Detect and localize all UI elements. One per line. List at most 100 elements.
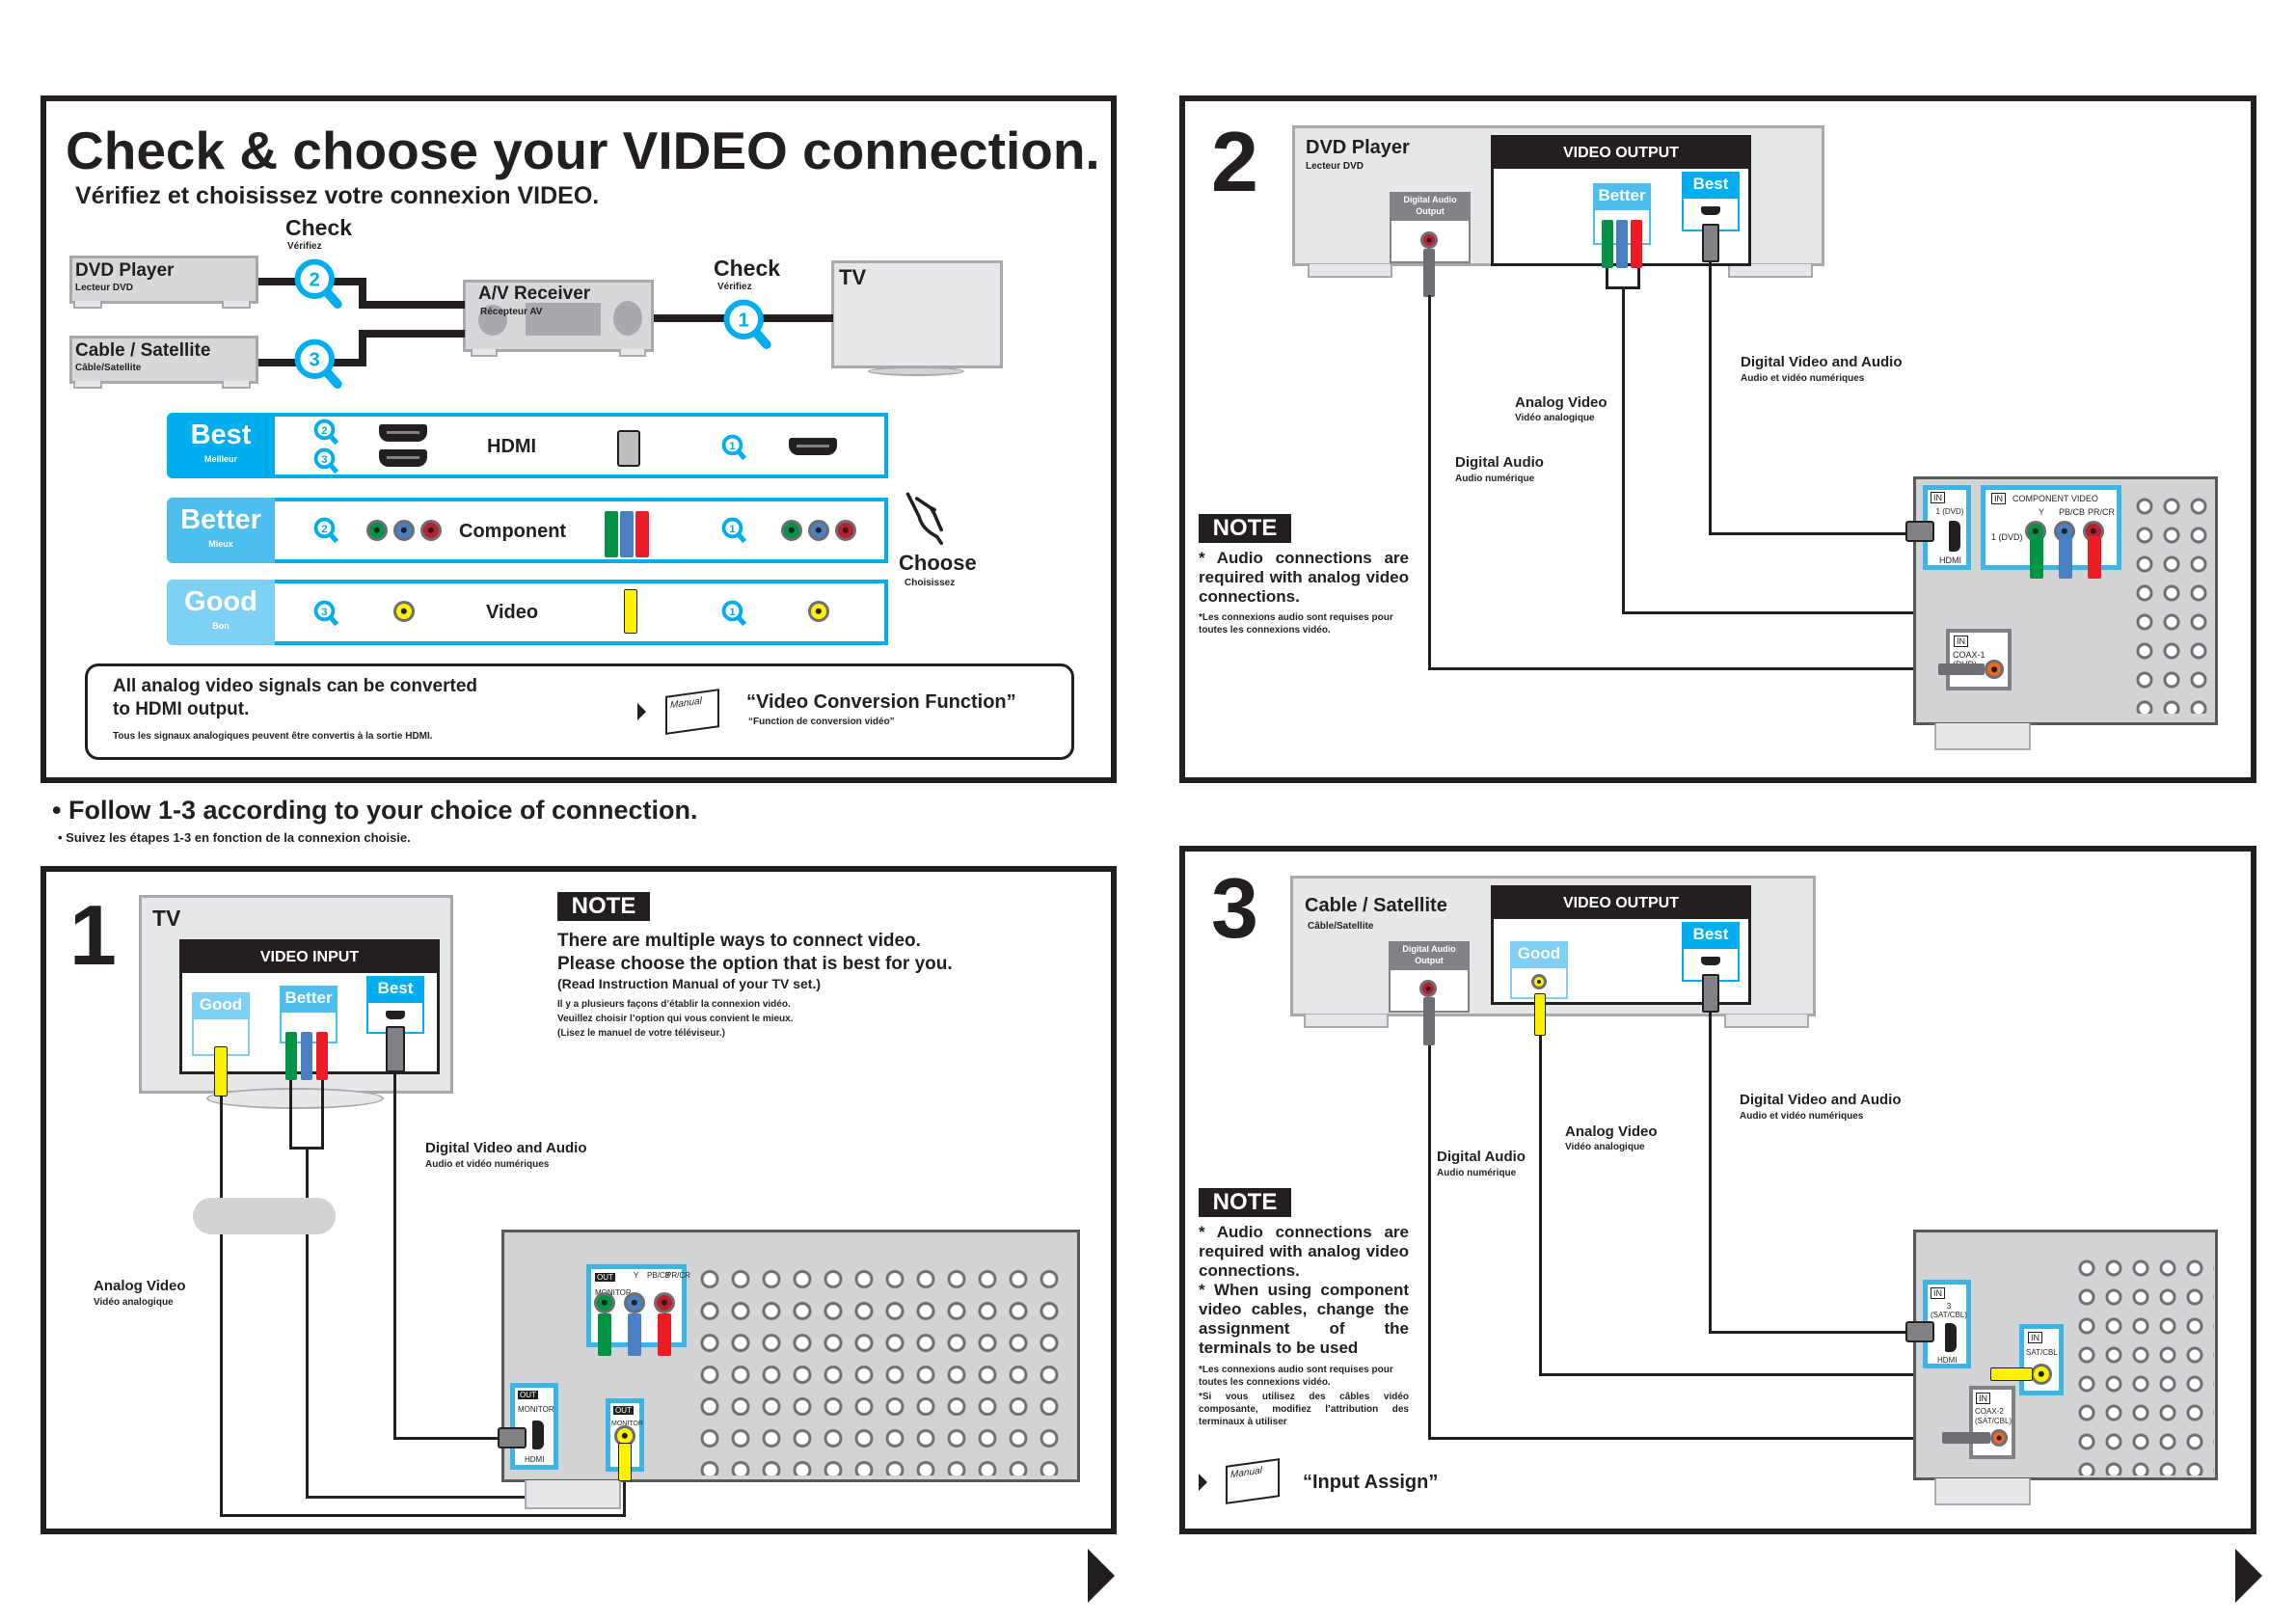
dvd-player-device — [69, 256, 258, 304]
next-page-arrow-icon[interactable] — [2235, 1549, 2262, 1603]
page-title: Check & choose your VIDEO connection. — [66, 121, 1100, 180]
device-foot — [471, 349, 498, 357]
in-badge: IN — [1954, 636, 1968, 647]
composite-plug-yellow-icon — [1990, 1367, 2033, 1381]
cable-satellite — [359, 330, 465, 338]
composite-jack-yellow-icon — [2031, 1364, 2052, 1385]
tier-rank-badge: Best Meilleur — [167, 413, 275, 478]
device-foot — [222, 381, 251, 389]
step1-note-line: Please choose the option that is best fo… — [557, 954, 953, 974]
tag-better: Better — [1593, 183, 1651, 208]
tag-label: Better — [284, 988, 333, 1007]
note-badge: NOTE — [557, 892, 650, 921]
pointer-arrow-icon — [1199, 1474, 1207, 1491]
manual-reference-fr: “Function de conversion vidéo” — [748, 717, 895, 727]
tv-label: TV — [839, 265, 867, 289]
in-badge: IN — [1931, 492, 1945, 503]
video-input-label: SAT/CBL — [2026, 1348, 2058, 1357]
badge-number: 3 — [321, 454, 327, 466]
component-plug-green-icon — [285, 1032, 297, 1080]
check-magnifier-icon: 2 — [294, 258, 342, 309]
step-magnifier-icon: 3 — [313, 447, 339, 474]
component-cable — [1622, 287, 1625, 614]
receiver-knob — [478, 305, 507, 336]
hdmi-cable — [1709, 532, 1916, 535]
hdmi-plug-icon — [386, 1026, 405, 1072]
choose-label: Choose — [899, 551, 977, 575]
tag-best: Best — [366, 976, 424, 1001]
conversion-info-box — [85, 663, 1074, 760]
hdmi-cable — [393, 1437, 507, 1440]
component-plug-red-icon — [658, 1313, 671, 1356]
step3-note-fr: *Si vous utilisez des câbles vidéo compo… — [1199, 1392, 1409, 1427]
hand-pointer-icon — [905, 492, 943, 546]
step3-analog-label: Analog Video — [1565, 1123, 1658, 1140]
component-jack-red-icon — [420, 520, 442, 541]
component-plug-green-icon — [598, 1313, 611, 1356]
component-plug-blue-icon — [1616, 220, 1628, 268]
in-badge: IN — [1976, 1393, 1990, 1404]
composite-jack-yellow-icon — [808, 601, 829, 622]
av-receiver-sub: Récepteur AV — [480, 307, 543, 317]
step2-number: 2 — [1211, 114, 1258, 209]
step1-device: TV — [152, 906, 181, 931]
step2-note-fr: *Les connexions audio sont requises pour… — [1199, 612, 1393, 636]
manual-reference-link[interactable]: “Video Conversion Function” — [746, 691, 1016, 713]
badge-number: 1 — [729, 607, 736, 618]
step2-digital-fr: Audio et vidéo numériques — [1741, 373, 1865, 384]
digital-audio-cable — [1428, 1045, 1431, 1440]
component-jack-blue-icon — [624, 1292, 645, 1313]
tag-label: Best — [1692, 175, 1729, 193]
step2-device: DVD Player — [1306, 137, 1410, 158]
note-badge: NOTE — [1199, 1188, 1291, 1217]
manual-label: Manual — [670, 695, 702, 712]
step1-note-fr: Veuillez choisir l’option qui vous convi… — [557, 1014, 794, 1024]
follow-instruction: • Follow 1-3 according to your choice of… — [52, 796, 698, 825]
tier-row — [275, 413, 888, 478]
note-badge: NOTE — [1199, 514, 1291, 543]
step1-note-fr: (Lisez le manuel de votre téléviseur.) — [557, 1028, 725, 1039]
conversion-fr: Tous les signaux analogiques peuvent êtr… — [113, 731, 433, 742]
hdmi-plug-icon — [1702, 974, 1719, 1013]
step1-number: 1 — [69, 887, 117, 983]
step1-digital-fr: Audio et vidéo numériques — [425, 1159, 550, 1170]
tag-good: Good — [1510, 941, 1568, 966]
component-jack-red-icon — [654, 1292, 675, 1313]
manual-book-icon[interactable]: Manual — [665, 689, 719, 735]
page-subtitle: Vérifiez et choisissez votre connexion V… — [75, 182, 600, 209]
step2-note: * Audio connections are required with an… — [1199, 549, 1409, 606]
dvd-player-sub: Lecteur DVD — [75, 283, 134, 293]
cable-dvd — [359, 301, 465, 309]
hdmi-port-icon — [386, 1011, 405, 1019]
tier-rank-badge: Better Mieux — [167, 498, 275, 563]
tag-best: Best — [1682, 922, 1740, 947]
badge-number: 2 — [321, 524, 327, 535]
component-jack-blue-icon — [393, 520, 415, 541]
tier-rank: Better — [180, 504, 261, 535]
previous-page-arrow-icon[interactable] — [1088, 1549, 1115, 1603]
tier-rank: Best — [190, 420, 252, 450]
tier-rank: Good — [184, 586, 257, 617]
component-plug-green-icon — [605, 511, 618, 557]
step1-digital-label: Digital Video and Audio — [425, 1140, 587, 1156]
manual-book-icon[interactable]: Manual — [1226, 1458, 1280, 1504]
tag-label: Better — [1598, 186, 1646, 204]
coax-jack-icon — [1985, 660, 2004, 679]
step1-note-fr: Il y a plusieurs façons d’établir la con… — [557, 999, 791, 1010]
step3-note: * When using component video cables, cha… — [1199, 1281, 1409, 1357]
composite-cable — [220, 1514, 625, 1517]
step3-audio-label: Digital Audio — [1437, 1149, 1526, 1165]
hdmi-label: HDMI — [1937, 1356, 1958, 1365]
component-jack-blue-icon — [808, 520, 829, 541]
composite-plug-yellow-icon — [618, 1443, 632, 1481]
step2-analog-fr: Vidéo analogique — [1515, 413, 1595, 423]
check-label-sources: Check — [285, 215, 353, 240]
component-plug-red-icon — [316, 1032, 328, 1080]
hdmi-port-icon — [532, 1421, 544, 1449]
pointer-arrow-icon — [637, 703, 646, 720]
input-assign-link[interactable]: “Input Assign” — [1303, 1472, 1439, 1493]
composite-cable — [623, 1475, 626, 1517]
component-cable — [306, 1496, 587, 1499]
component-col-label: Y — [634, 1271, 639, 1280]
component-plug-red-icon — [2088, 536, 2101, 579]
